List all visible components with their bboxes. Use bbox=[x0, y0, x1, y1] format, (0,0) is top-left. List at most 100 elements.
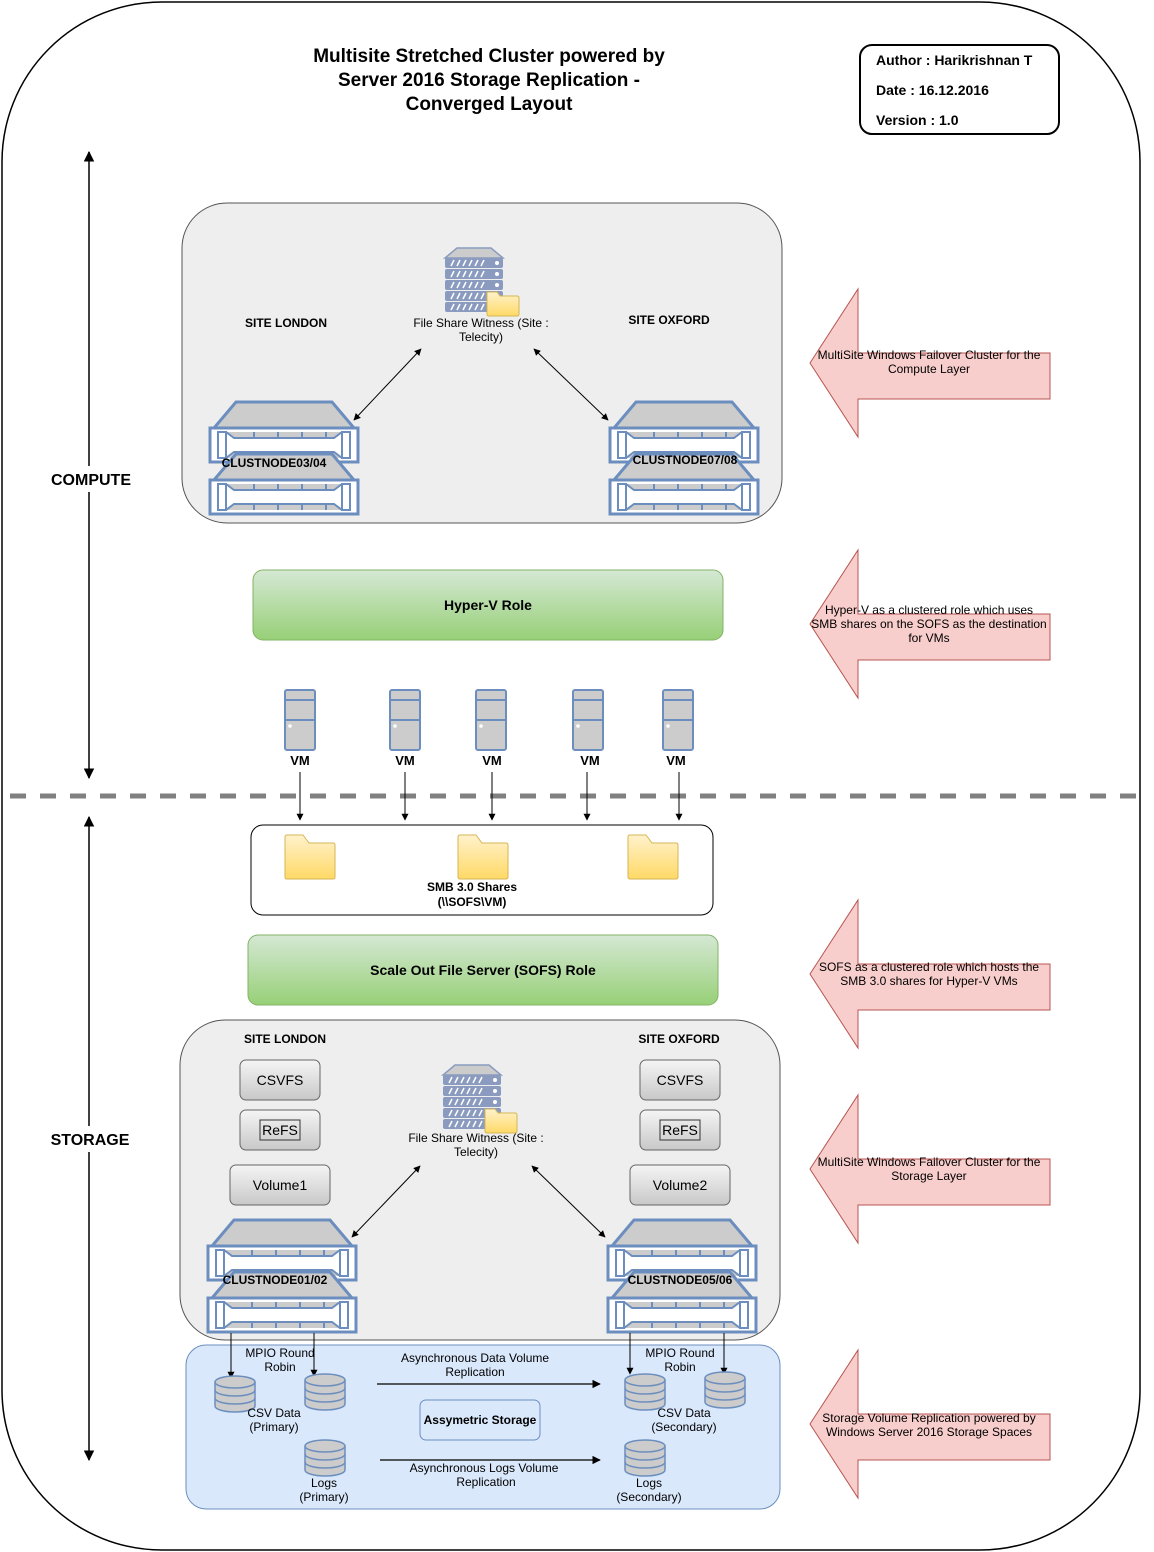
svg-text:Storage Layer: Storage Layer bbox=[891, 1169, 966, 1183]
svg-text:Windows Server 2016 Storage Sp: Windows Server 2016 Storage Spaces bbox=[826, 1425, 1032, 1439]
vm-item: VM bbox=[284, 689, 316, 821]
node-clustnode07-08-label: CLUSTNODE07/08 bbox=[633, 453, 738, 467]
csvfs-left-box bbox=[239, 1059, 321, 1101]
sofs-role-box: Scale Out File Server (SOFS) Role bbox=[247, 934, 719, 1006]
compute-london-witness-link bbox=[353, 348, 422, 421]
node-clustnode01-02-label: CLUSTNODE01/02 bbox=[223, 1273, 328, 1287]
svg-text:SMB 3.0 shares for Hyper-V VMs: SMB 3.0 shares for Hyper-V VMs bbox=[840, 974, 1017, 988]
logs-primary-label-2: (Primary) bbox=[299, 1490, 348, 1504]
vm-item: VM bbox=[389, 689, 421, 821]
compute-site-london-label: SITE LONDON bbox=[245, 316, 327, 330]
callout-sofs: SOFS as a clustered role which hosts the… bbox=[809, 899, 1051, 1049]
volume2-label: Volume2 bbox=[653, 1177, 708, 1193]
logs-replication-label-2: Replication bbox=[456, 1475, 515, 1489]
data-replication-label-1: Asynchronous Data Volume bbox=[401, 1351, 549, 1365]
svg-text:VM: VM bbox=[580, 753, 600, 768]
replication-storage-group: MPIO Round Robin MPIO Round Robin CSV Da… bbox=[185, 1333, 781, 1510]
storage-layer-label: STORAGE bbox=[51, 1132, 130, 1149]
svg-text:for VMs: for VMs bbox=[908, 631, 949, 645]
svg-text:VM: VM bbox=[482, 753, 502, 768]
asymmetric-storage-label: Assymetric Storage bbox=[424, 1413, 537, 1427]
diagram-title: Multisite Stretched Cluster powered by S… bbox=[313, 46, 665, 115]
csv-primary-label-1: CSV Data bbox=[247, 1406, 301, 1420]
mpio-right-label-2: Robin bbox=[664, 1360, 695, 1374]
callout-hyperv: Hyper-V as a clustered role which uses S… bbox=[809, 549, 1051, 699]
vm-item: VM bbox=[662, 689, 694, 821]
database-icon bbox=[304, 1439, 346, 1477]
sofs-role-label: Scale Out File Server (SOFS) Role bbox=[370, 962, 596, 978]
database-icon bbox=[304, 1373, 346, 1411]
svg-text:Hyper-V as a clustered role wh: Hyper-V as a clustered role which uses bbox=[825, 603, 1033, 617]
title-line-2: Server 2016 Storage Replication - bbox=[338, 70, 640, 91]
refs-right-label: ReFS bbox=[662, 1122, 698, 1138]
svg-text:VM: VM bbox=[395, 753, 415, 768]
logs-primary-label-1: Logs bbox=[311, 1476, 337, 1490]
author-label: Author : Harikrishnan T bbox=[876, 52, 1033, 68]
compute-layer-label: COMPUTE bbox=[51, 472, 131, 489]
vm-server-icon bbox=[389, 689, 421, 751]
database-icon bbox=[704, 1371, 746, 1409]
svg-text:MultiSite Windows Failover Clu: MultiSite Windows Failover Cluster for t… bbox=[818, 1155, 1041, 1169]
hyperv-role-box: Hyper-V Role bbox=[252, 569, 724, 641]
svg-text:SOFS as a clustered role which: SOFS as a clustered role which hosts the bbox=[819, 960, 1039, 974]
storage-oxford-witness-link bbox=[531, 1165, 606, 1238]
volume2-box bbox=[629, 1164, 731, 1206]
volume1-box bbox=[229, 1164, 331, 1206]
vm-server-icon bbox=[475, 689, 507, 751]
asymmetric-storage-box bbox=[419, 1399, 541, 1441]
storage-site-oxford-label: SITE OXFORD bbox=[638, 1032, 720, 1046]
vm-server-icon bbox=[662, 689, 694, 751]
mpio-left-label-1: MPIO Round bbox=[245, 1346, 314, 1360]
callout-storage-cluster: MultiSite Windows Failover Cluster for t… bbox=[809, 1094, 1051, 1244]
svg-text:VM: VM bbox=[290, 753, 310, 768]
storage-cluster-group: SITE LONDON SITE OXFORD CSVFS ReFS Volum… bbox=[179, 1019, 781, 1341]
mpio-left-label-2: Robin bbox=[264, 1360, 295, 1374]
compute-site-oxford-label: SITE OXFORD bbox=[628, 313, 710, 327]
csv-primary-label-2: (Primary) bbox=[249, 1420, 298, 1434]
storage-london-witness-link bbox=[351, 1165, 421, 1238]
csvfs-right-box bbox=[639, 1059, 721, 1101]
refs-left-label: ReFS bbox=[262, 1122, 298, 1138]
data-replication-label-2: Replication bbox=[445, 1365, 504, 1379]
vm-list: VM VM VM VM VM bbox=[284, 689, 694, 821]
csvfs-left-label: CSVFS bbox=[257, 1072, 304, 1088]
csv-secondary-label-1: CSV Data bbox=[657, 1406, 711, 1420]
storage-witness-label-2: Telecity) bbox=[454, 1145, 498, 1159]
mpio-right-label-1: MPIO Round bbox=[645, 1346, 714, 1360]
node-clustnode03-04-label: CLUSTNODE03/04 bbox=[222, 456, 327, 470]
smb-shares-label-1: SMB 3.0 Shares bbox=[427, 880, 517, 894]
database-icon bbox=[624, 1373, 666, 1411]
vm-item: VM bbox=[475, 689, 507, 821]
smb-shares-box: SMB 3.0 Shares (\\SOFS\VM) bbox=[250, 824, 714, 916]
version-label: Version : 1.0 bbox=[876, 112, 959, 128]
vm-server-icon bbox=[572, 689, 604, 751]
logs-secondary-label-2: (Secondary) bbox=[616, 1490, 681, 1504]
node-clustnode05-06-label: CLUSTNODE05/06 bbox=[628, 1273, 733, 1287]
compute-witness-label-1: File Share Witness (Site : bbox=[413, 316, 548, 330]
compute-oxford-witness-link bbox=[533, 348, 609, 421]
svg-text:VM: VM bbox=[666, 753, 686, 768]
storage-site-london-label: SITE LONDON bbox=[244, 1032, 326, 1046]
callout-compute-cluster: MultiSite Windows Failover Cluster for t… bbox=[809, 288, 1051, 438]
svg-text:MultiSite Windows Failover Clu: MultiSite Windows Failover Cluster for t… bbox=[818, 348, 1041, 362]
compute-witness-label-2: Telecity) bbox=[459, 330, 503, 344]
title-line-1: Multisite Stretched Cluster powered by bbox=[313, 46, 665, 67]
csvfs-right-label: CSVFS bbox=[657, 1072, 704, 1088]
info-box: Author : Harikrishnan T Date : 16.12.201… bbox=[859, 44, 1060, 135]
vm-item: VM bbox=[572, 689, 604, 821]
hyperv-role-label: Hyper-V Role bbox=[444, 597, 532, 613]
title-line-3: Converged Layout bbox=[406, 94, 573, 115]
logs-secondary-label-1: Logs bbox=[636, 1476, 662, 1490]
smb-shares-label-2: (\\SOFS\VM) bbox=[438, 895, 507, 909]
date-label: Date : 16.12.2016 bbox=[876, 82, 989, 98]
svg-text:SMB shares on the SOFS as the: SMB shares on the SOFS as the destinatio… bbox=[811, 617, 1046, 631]
logs-replication-label-1: Asynchronous Logs Volume bbox=[410, 1461, 559, 1475]
compute-cluster-group: SITE LONDON SITE OXFORD File Share Witne… bbox=[181, 202, 783, 524]
svg-text:Storage Volume Replication pow: Storage Volume Replication powered by bbox=[822, 1411, 1035, 1425]
vm-server-icon bbox=[284, 689, 316, 751]
callout-replication: Storage Volume Replication powered by Wi… bbox=[809, 1349, 1051, 1499]
csv-secondary-label-2: (Secondary) bbox=[651, 1420, 716, 1434]
volume1-label: Volume1 bbox=[253, 1177, 308, 1193]
